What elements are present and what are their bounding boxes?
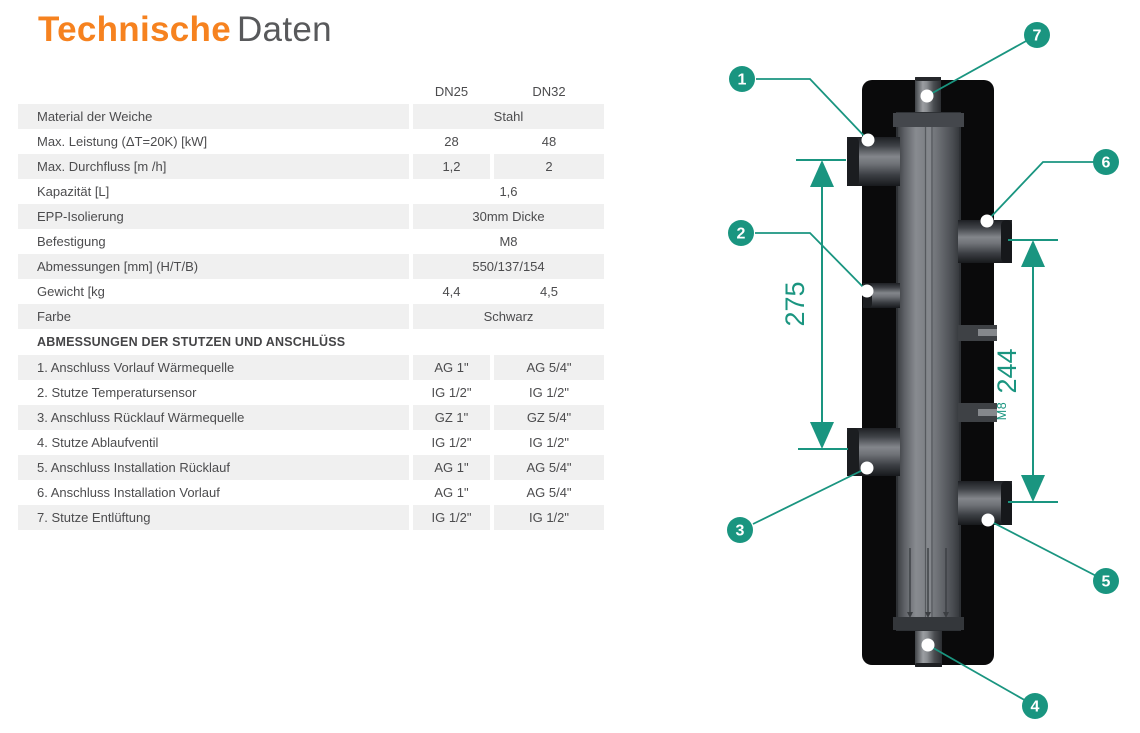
row-value-dn32: 4,5 xyxy=(539,284,559,299)
m8-label: M8 xyxy=(995,402,1009,420)
row-label: Gewicht [kg xyxy=(37,284,105,299)
row-value-dn25: 1,2 xyxy=(413,154,490,179)
row-value-dn32: AG 5/4" xyxy=(526,485,572,500)
flow-lines xyxy=(909,548,947,612)
page-title-highlight: Technische xyxy=(38,10,231,49)
column-header-dn32: DN32 xyxy=(532,84,566,99)
callout-5: 5 xyxy=(1093,568,1119,594)
mounting-tab-lower xyxy=(958,403,997,422)
section-header: ABMESSUNGEN DER STUTZEN UND ANSCHLÜSS xyxy=(37,335,346,349)
row-label: Max. Durchfluss [m /h] xyxy=(18,154,409,179)
row-label: 1. Anschluss Vorlauf Wärmequelle xyxy=(18,355,409,380)
leader-lines xyxy=(752,34,1107,707)
callout-1: 1 xyxy=(729,66,755,92)
separator-diagram: 275 244 M8 1 xyxy=(727,22,1119,719)
spec-table-header: DN25 DN32 xyxy=(18,82,604,104)
svg-text:3: 3 xyxy=(736,523,745,540)
row-value-dn25: GZ 1" xyxy=(413,405,490,430)
row-value-dn25: 28 xyxy=(444,134,459,149)
svg-text:6: 6 xyxy=(1102,155,1111,172)
leader-dots xyxy=(860,89,995,652)
svg-text:7: 7 xyxy=(1033,28,1042,45)
row-value-dn25: IG 1/2" xyxy=(431,385,472,400)
row-value-span: Stahl xyxy=(413,104,604,129)
row-value-dn25: IG 1/2" xyxy=(431,435,472,450)
svg-text:4: 4 xyxy=(1031,699,1040,716)
row-value-dn25: AG 1" xyxy=(434,485,469,500)
header-spacer xyxy=(18,82,413,104)
table-row: 4. Stutze Ablaufventil IG 1/2" IG 1/2" xyxy=(18,430,604,455)
row-value-span: 550/137/154 xyxy=(413,254,604,279)
page-title-rest: Daten xyxy=(236,10,332,49)
row-value-span: Schwarz xyxy=(413,304,604,329)
dimension-275-label: 275 xyxy=(780,281,810,326)
stub-ruecklauf-waermequelle xyxy=(847,428,900,476)
row-label: Material der Weiche xyxy=(18,104,409,129)
row-value-dn32: AG 5/4" xyxy=(494,355,604,380)
callout-4: 4 xyxy=(1022,693,1048,719)
svg-text:1: 1 xyxy=(738,72,747,89)
mounting-tab-upper xyxy=(958,325,997,341)
column-header-dn25: DN25 xyxy=(434,84,469,99)
row-value-dn25: AG 1" xyxy=(413,355,490,380)
callout-3: 3 xyxy=(727,517,753,543)
row-value-span: 30mm Dicke xyxy=(413,204,604,229)
row-value-dn25: 4,4 xyxy=(442,284,461,299)
row-label: 6. Anschluss Installation Vorlauf xyxy=(37,485,220,500)
row-label: Abmessungen [mm] (H/T/B) xyxy=(18,254,409,279)
row-label: Kapazität [L] xyxy=(37,184,110,199)
stub-installation-vorlauf xyxy=(958,220,1012,263)
row-label: Befestigung xyxy=(37,234,106,249)
table-row: 6. Anschluss Installation Vorlauf AG 1" AG… xyxy=(18,480,604,505)
row-label: Farbe xyxy=(18,304,409,329)
row-value-dn32: IG 1/2" xyxy=(528,435,570,450)
table-row: Max. Leistung (ΔT=20K) [kW] 28 48 xyxy=(18,129,604,154)
callout-6: 6 xyxy=(1093,149,1119,175)
row-value-dn32: AG 5/4" xyxy=(494,455,604,480)
dimension-244 xyxy=(1008,239,1058,503)
table-row: Kapazität [L] 1,6 xyxy=(18,179,604,204)
separator-tube xyxy=(893,112,964,631)
table-row: 2. Stutze Temperatursensor IG 1/2" IG 1/2" xyxy=(18,380,604,405)
svg-text:2: 2 xyxy=(737,226,746,243)
row-value-dn32: 2 xyxy=(494,154,604,179)
svg-text:5: 5 xyxy=(1102,574,1111,591)
row-value-dn25: AG 1" xyxy=(413,455,490,480)
row-value-span: M8 xyxy=(499,234,518,249)
row-label: 5. Anschluss Installation Rücklauf xyxy=(18,455,409,480)
table-row: Befestigung M8 xyxy=(18,229,604,254)
row-label: 3. Anschluss Rücklauf Wärmequelle xyxy=(18,405,409,430)
row-label: 4. Stutze Ablaufventil xyxy=(37,435,159,450)
row-value-dn32: IG 1/2" xyxy=(494,505,604,530)
stub-installation-ruecklauf xyxy=(958,481,1012,525)
dimension-275 xyxy=(796,159,848,450)
table-row: Abmessungen [mm] (H/T/B)550/137/154 xyxy=(18,254,604,279)
row-value-dn32: IG 1/2" xyxy=(528,385,570,400)
row-label: Max. Leistung (ΔT=20K) [kW] xyxy=(37,134,208,149)
callout-7: 7 xyxy=(1024,22,1050,48)
callout-2: 2 xyxy=(728,220,754,246)
row-value-span: 1,6 xyxy=(499,184,518,199)
dimension-244-label: 244 xyxy=(992,348,1022,393)
row-value-dn32: GZ 5/4" xyxy=(494,405,604,430)
table-row: Gewicht [kg 4,4 4,5 xyxy=(18,279,604,304)
row-label: 2. Stutze Temperatursensor xyxy=(37,385,197,400)
row-value-dn32: 48 xyxy=(541,134,557,149)
row-value-dn25: IG 1/2" xyxy=(413,505,490,530)
row-label: EPP-Isolierung xyxy=(18,204,409,229)
row-label: 7. Stutze Entlüftung xyxy=(18,505,409,530)
stub-vorlauf-waermequelle xyxy=(847,137,900,186)
